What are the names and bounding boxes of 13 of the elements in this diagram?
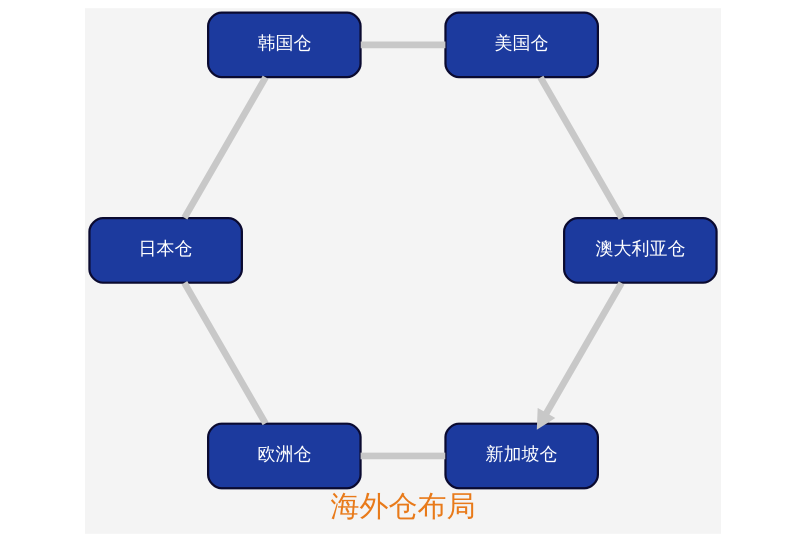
arrow: [536, 281, 624, 430]
node-box: 日本仓: [88, 217, 242, 284]
connector: [181, 76, 268, 220]
node-box: 澳大利亚仓: [562, 217, 718, 284]
node-box: 新加坡仓: [444, 422, 598, 490]
diagram-title: 海外仓布局: [330, 488, 475, 523]
connector: [360, 452, 445, 460]
connector: [537, 76, 624, 220]
node-box: 美国仓: [444, 12, 598, 78]
node-box: 欧洲仓: [206, 422, 362, 490]
connector: [180, 281, 268, 426]
node-box: 韩国仓: [206, 12, 362, 78]
connector: [360, 42, 445, 48]
